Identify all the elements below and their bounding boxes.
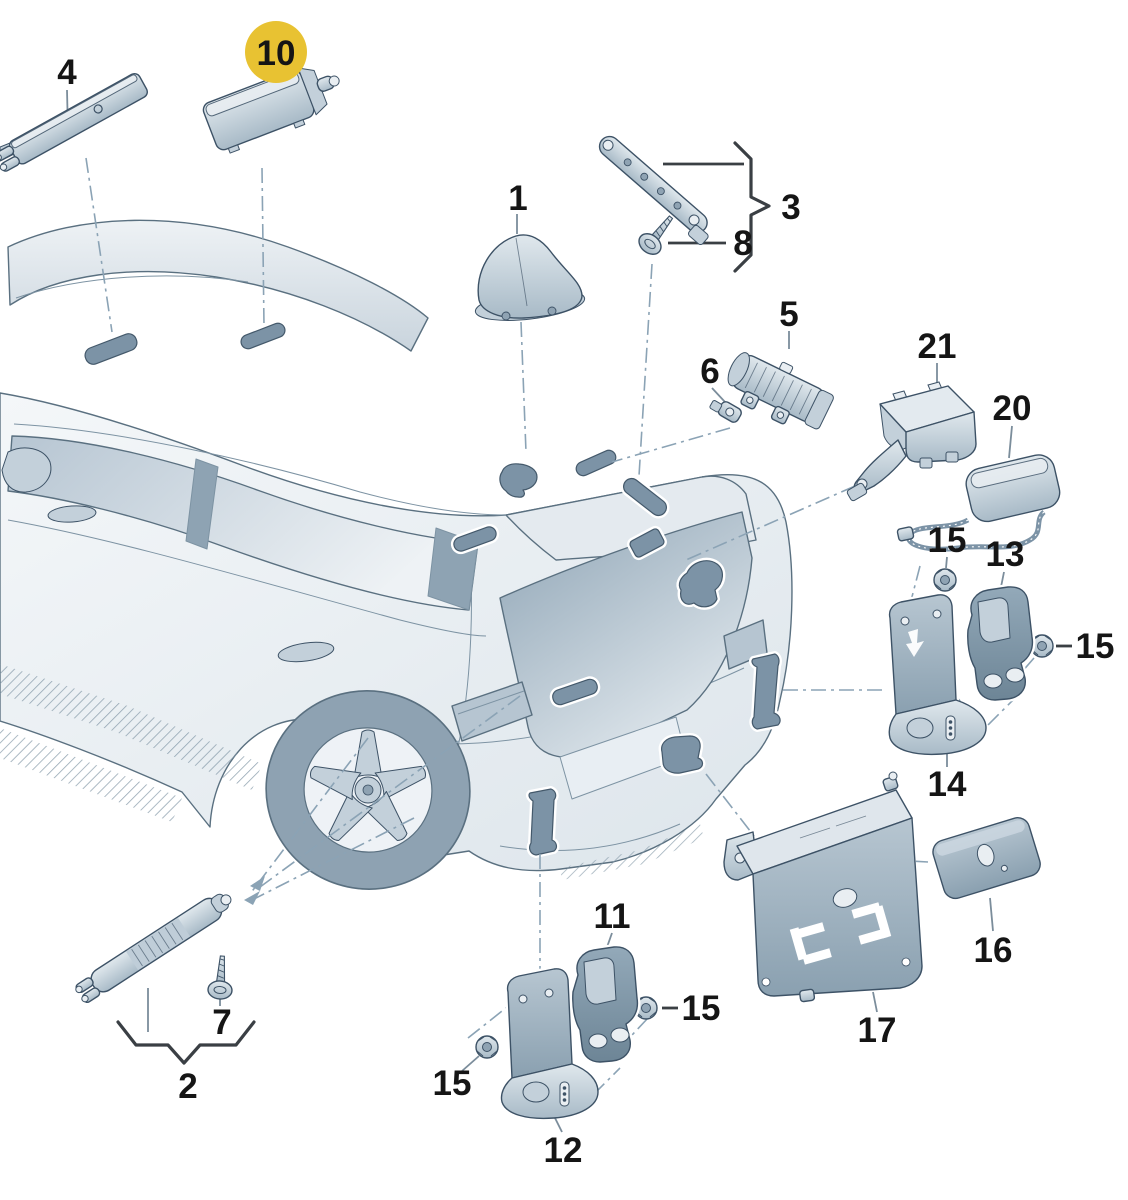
part-3-antenna-rod xyxy=(598,135,709,246)
mount-fin-base xyxy=(496,460,540,501)
svg-text:16: 16 xyxy=(974,931,1013,970)
highlight-circle xyxy=(245,21,307,83)
part-1-roof-fin-antenna xyxy=(474,234,586,321)
svg-text:4: 4 xyxy=(57,53,77,92)
svg-text:15: 15 xyxy=(682,989,721,1028)
callout-21[interactable]: 21 xyxy=(918,327,957,366)
b-pillar xyxy=(185,458,219,550)
callout-15d[interactable]: 15 xyxy=(433,1064,472,1103)
svg-text:5: 5 xyxy=(779,295,798,334)
part-14-bracket xyxy=(886,591,987,756)
taillight-left xyxy=(451,681,533,742)
part-8-screw xyxy=(634,209,682,260)
callout-11[interactable]: 11 xyxy=(594,897,631,936)
svg-text:12: 12 xyxy=(544,1131,583,1170)
callout-3[interactable]: 3 xyxy=(733,141,801,273)
svg-text:21: 21 xyxy=(918,327,957,366)
mount-roof-center xyxy=(573,447,619,479)
car-illustration xyxy=(0,138,793,890)
side-mirror xyxy=(1,447,52,493)
part-5-control-module xyxy=(727,352,834,430)
part-7-screw xyxy=(206,954,236,1001)
brace-3 xyxy=(733,141,771,273)
mount-tailgate-handle xyxy=(676,557,726,610)
callout-6[interactable]: 6 xyxy=(700,352,719,391)
svg-text:15: 15 xyxy=(433,1064,472,1103)
part-15-nut-d xyxy=(475,1035,499,1059)
mount-spoiler-left xyxy=(82,330,140,368)
roof-spoiler xyxy=(7,219,429,352)
rear-wheel xyxy=(265,690,471,890)
part-17-mounting-plate xyxy=(723,771,923,1003)
part-20-gps-antenna xyxy=(896,454,1061,552)
callout-4[interactable]: 4 xyxy=(57,53,77,92)
svg-text:14: 14 xyxy=(928,765,967,804)
mount-spoiler-right xyxy=(238,320,288,352)
svg-text:10: 10 xyxy=(257,34,296,73)
callout-1[interactable]: 1 xyxy=(508,179,527,218)
mount-window-top xyxy=(627,525,667,561)
svg-text:6: 6 xyxy=(700,352,719,391)
part-4-antenna-bar xyxy=(0,72,148,172)
callout-12[interactable]: 12 xyxy=(544,1131,583,1170)
mount-roof-left xyxy=(450,523,500,555)
part-11-antenna-module xyxy=(569,943,641,1065)
wheel-spokes xyxy=(309,729,427,841)
svg-text:17: 17 xyxy=(858,1011,897,1050)
callout-10[interactable]: 10 xyxy=(245,21,307,83)
svg-text:2: 2 xyxy=(178,1067,197,1106)
part-16-plate xyxy=(932,817,1041,900)
part-13-antenna-module xyxy=(964,583,1036,703)
rocker-trim xyxy=(0,664,704,880)
svg-text:15: 15 xyxy=(1076,627,1115,666)
callout-15a[interactable]: 15 xyxy=(928,521,967,560)
leader-lines xyxy=(66,73,1072,1133)
svg-text:13: 13 xyxy=(986,535,1025,574)
door-handle-rear xyxy=(277,641,335,663)
svg-text:11: 11 xyxy=(594,897,631,936)
mount-locations xyxy=(82,320,784,858)
part-15-nut-a xyxy=(933,568,957,592)
mount-tailgate-lower xyxy=(549,676,601,708)
svg-text:3: 3 xyxy=(781,188,800,227)
callout-13[interactable]: 13 xyxy=(986,535,1025,574)
part-10-antenna-module xyxy=(202,67,340,154)
part-12-bracket xyxy=(500,965,599,1120)
plate-cutouts xyxy=(789,902,892,965)
callout-17[interactable]: 17 xyxy=(858,1011,897,1050)
mount-bumper-center xyxy=(658,733,706,777)
svg-text:7: 7 xyxy=(212,1003,231,1042)
part-6-clip xyxy=(709,400,742,423)
svg-text:20: 20 xyxy=(993,389,1032,428)
callout-14[interactable]: 14 xyxy=(928,765,967,804)
callout-5[interactable]: 5 xyxy=(779,295,798,334)
mount-bumper-right xyxy=(749,651,784,732)
brace-2 xyxy=(116,1020,256,1065)
mount-dpillar xyxy=(620,475,670,519)
callout-labels: 4 10 1 3 8 5 6 21 20 15 13 15 14 11 15 1… xyxy=(57,21,1114,1170)
part-21-antenna-module xyxy=(846,381,977,502)
svg-text:8: 8 xyxy=(733,224,752,263)
mount-bumper-left xyxy=(526,786,560,858)
callout-7[interactable]: 7 xyxy=(212,1003,231,1042)
svg-text:15: 15 xyxy=(928,521,967,560)
callout-15c[interactable]: 15 xyxy=(682,989,721,1028)
svg-text:1: 1 xyxy=(508,179,527,218)
callout-20[interactable]: 20 xyxy=(993,389,1032,428)
callout-15b[interactable]: 15 xyxy=(1076,627,1115,666)
callout-16[interactable]: 16 xyxy=(974,931,1013,970)
callout-2[interactable]: 2 xyxy=(116,1020,256,1106)
callout-8[interactable]: 8 xyxy=(733,224,752,263)
door-handle-front xyxy=(47,505,97,523)
part-2-antenna-bar xyxy=(75,893,232,1004)
